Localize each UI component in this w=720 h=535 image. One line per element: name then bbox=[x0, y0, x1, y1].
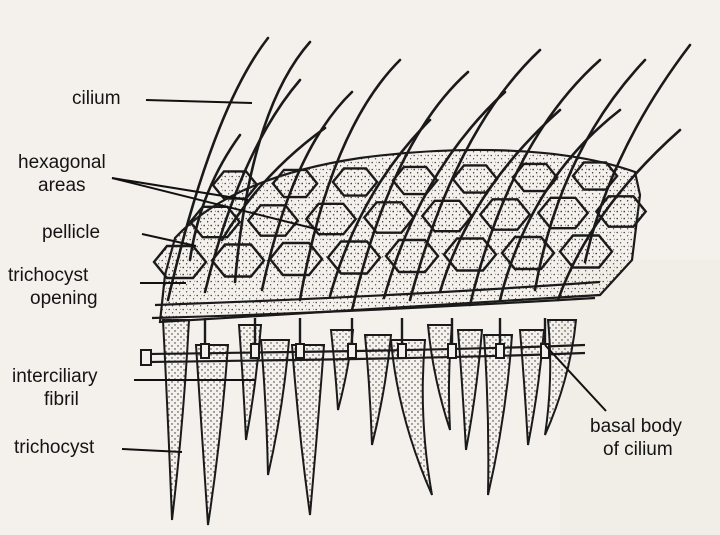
label-hexagonal-areas-line1: hexagonal bbox=[18, 152, 106, 174]
basal-body-3 bbox=[296, 344, 304, 358]
label-interciliary-fibril-line1: interciliary bbox=[12, 366, 98, 388]
hexagonal-area-11 bbox=[364, 202, 413, 232]
label-hexagonal-areas-line2: areas bbox=[38, 175, 86, 197]
label-basal-body-line1: basal body bbox=[590, 416, 682, 438]
hexagonal-area-10 bbox=[306, 204, 355, 234]
trichocyst-3 bbox=[239, 325, 261, 440]
trichocyst-1 bbox=[163, 320, 189, 520]
hexagonal-area-13 bbox=[480, 199, 529, 229]
label-basal-body-line2: of cilium bbox=[603, 439, 673, 461]
label-cilium: cilium bbox=[72, 88, 121, 110]
cilium-leader bbox=[146, 100, 252, 103]
basal-body-1 bbox=[201, 344, 209, 358]
basal-body-4 bbox=[348, 344, 356, 358]
hexagonal-area-9 bbox=[248, 205, 297, 235]
background-page-texture bbox=[560, 260, 720, 535]
trichocyst-5 bbox=[292, 345, 324, 515]
trichocyst-6 bbox=[331, 330, 353, 410]
basal-body-6 bbox=[448, 344, 456, 358]
label-interciliary-fibril-line2: fibril bbox=[44, 389, 79, 411]
trichocyst-9 bbox=[428, 325, 452, 430]
label-pellicle: pellicle bbox=[42, 222, 100, 244]
label-trichocyst-opening-line2: opening bbox=[30, 288, 98, 310]
hexagonal-area-14 bbox=[538, 198, 587, 228]
hexagonal-area-7 bbox=[573, 162, 617, 189]
label-trichocyst-opening-line1: trichocyst bbox=[8, 265, 88, 287]
trichocyst-8 bbox=[391, 340, 432, 495]
trichocyst-2 bbox=[196, 345, 228, 525]
hexagonal-area-18 bbox=[270, 243, 322, 275]
hexagonal-area-19 bbox=[328, 242, 380, 274]
basal-body-5 bbox=[398, 344, 406, 358]
basal-body-2 bbox=[251, 344, 259, 358]
hexagonal-area-3 bbox=[333, 168, 377, 195]
label-trichocyst: trichocyst bbox=[14, 437, 94, 459]
basal-body-7 bbox=[496, 344, 504, 358]
hexagonal-area-12 bbox=[422, 201, 471, 231]
